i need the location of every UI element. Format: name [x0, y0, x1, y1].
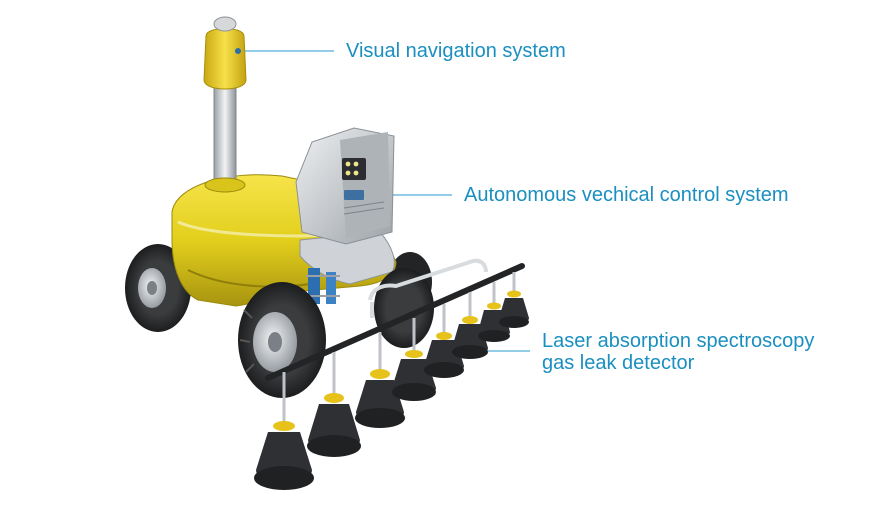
front-left-wheel — [238, 282, 326, 398]
control-panel — [295, 127, 395, 245]
detector-cup — [307, 352, 361, 457]
detector-cup — [254, 372, 314, 490]
front-right-wheel — [374, 268, 434, 348]
gas-detector-array — [254, 272, 529, 490]
gas-detector-callout-line2: gas leak detector — [542, 352, 695, 374]
navigation-mast — [204, 79, 246, 193]
detector-cup — [499, 272, 529, 328]
detector-cup — [452, 292, 488, 359]
suspension — [306, 268, 340, 304]
navigation-callout-label: Visual navigation system — [346, 40, 566, 62]
gas-detector-callout-label: Laser absorption spectroscopy gas leak d… — [542, 330, 814, 374]
detector-cup — [355, 332, 405, 428]
detector-boom — [265, 258, 525, 381]
control-system-callout-label: Autonomous vechical control system — [464, 184, 789, 206]
navigation-camera-head — [203, 16, 247, 90]
gas-detector-callout-line1: Laser absorption spectroscopy — [542, 330, 815, 352]
